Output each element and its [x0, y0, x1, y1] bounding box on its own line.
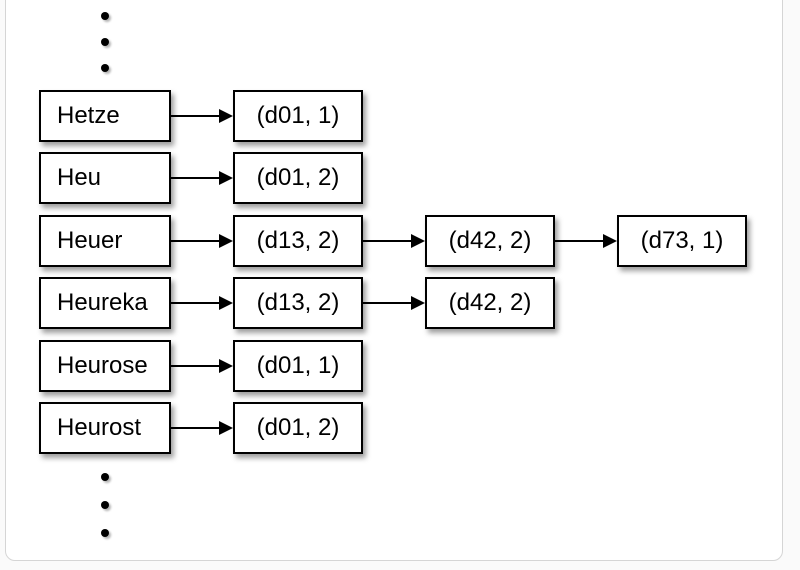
dot-icon: [101, 501, 109, 509]
term-box: Heu: [39, 152, 171, 204]
arrow-right-icon: [363, 277, 425, 329]
arrow-right-icon: [171, 90, 233, 142]
dot-icon: [101, 12, 109, 20]
arrow-right-icon: [171, 402, 233, 454]
arrow-right-icon: [171, 152, 233, 204]
index-row: Heuer (d13, 2) (d42, 2) (d73, 1): [39, 215, 747, 267]
ellipsis-bottom-icon: [101, 473, 109, 537]
index-row: Hetze (d01, 1): [39, 90, 363, 142]
index-row: Heurose (d01, 1): [39, 340, 363, 392]
arrow-right-icon: [363, 215, 425, 267]
posting-box: (d42, 2): [425, 215, 555, 267]
posting-box: (d01, 2): [233, 402, 363, 454]
dot-icon: [101, 38, 109, 46]
arrow-right-icon: [171, 277, 233, 329]
dot-icon: [101, 473, 109, 481]
term-box: Heurost: [39, 402, 171, 454]
term-box: Hetze: [39, 90, 171, 142]
arrow-right-icon: [555, 215, 617, 267]
term-box: Heuer: [39, 215, 171, 267]
posting-box: (d01, 2): [233, 152, 363, 204]
dot-icon: [101, 529, 109, 537]
posting-box: (d73, 1): [617, 215, 747, 267]
arrow-right-icon: [171, 340, 233, 392]
arrow-right-icon: [171, 215, 233, 267]
term-box: Heurose: [39, 340, 171, 392]
posting-box: (d13, 2): [233, 215, 363, 267]
posting-box: (d42, 2): [425, 277, 555, 329]
term-box: Heureka: [39, 277, 171, 329]
posting-box: (d01, 1): [233, 90, 363, 142]
index-row: Heurost (d01, 2): [39, 402, 363, 454]
index-row: Heu (d01, 2): [39, 152, 363, 204]
ellipsis-top-icon: [101, 12, 109, 72]
posting-box: (d13, 2): [233, 277, 363, 329]
dot-icon: [101, 64, 109, 72]
posting-box: (d01, 1): [233, 340, 363, 392]
index-row: Heureka (d13, 2) (d42, 2): [39, 277, 555, 329]
